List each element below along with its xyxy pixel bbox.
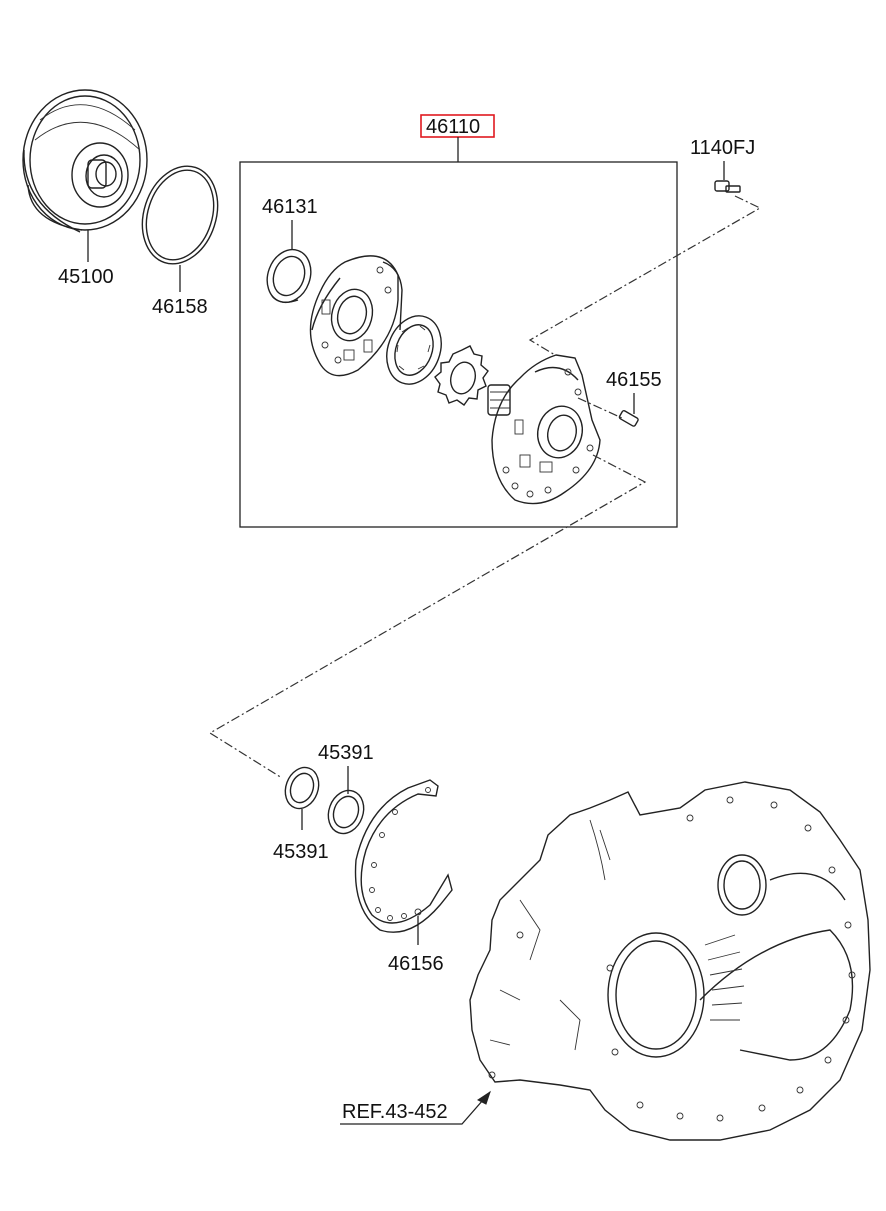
torque-converter[interactable] — [22, 89, 148, 233]
label-1140FJ: 1140FJ — [690, 137, 755, 159]
o-ring-large[interactable] — [130, 156, 229, 273]
label-46131: 46131 — [262, 196, 318, 218]
pump-cover[interactable] — [309, 255, 403, 377]
assembly-frame — [239, 161, 678, 528]
label-reference[interactable]: REF.43-452 — [342, 1101, 448, 1123]
gasket[interactable] — [354, 779, 453, 933]
pump-body[interactable] — [487, 354, 601, 505]
inner-gear[interactable] — [434, 345, 489, 406]
transmission-case[interactable] — [469, 781, 871, 1141]
pin[interactable] — [618, 410, 639, 427]
label-46110[interactable]: 46110 — [426, 116, 480, 138]
ring-upper[interactable] — [323, 786, 370, 839]
label-46156: 46156 — [388, 953, 444, 975]
oil-seal[interactable] — [260, 243, 318, 308]
label-46158: 46158 — [152, 296, 208, 318]
reference-arrow-icon — [477, 1090, 491, 1105]
outer-gear[interactable] — [378, 308, 451, 392]
label-45391-lower: 45391 — [273, 841, 329, 863]
label-46155: 46155 — [606, 369, 662, 391]
label-45391-upper: 45391 — [318, 742, 374, 764]
label-45100: 45100 — [58, 266, 114, 288]
ring-lower[interactable] — [280, 763, 324, 813]
bolt[interactable] — [714, 180, 741, 193]
